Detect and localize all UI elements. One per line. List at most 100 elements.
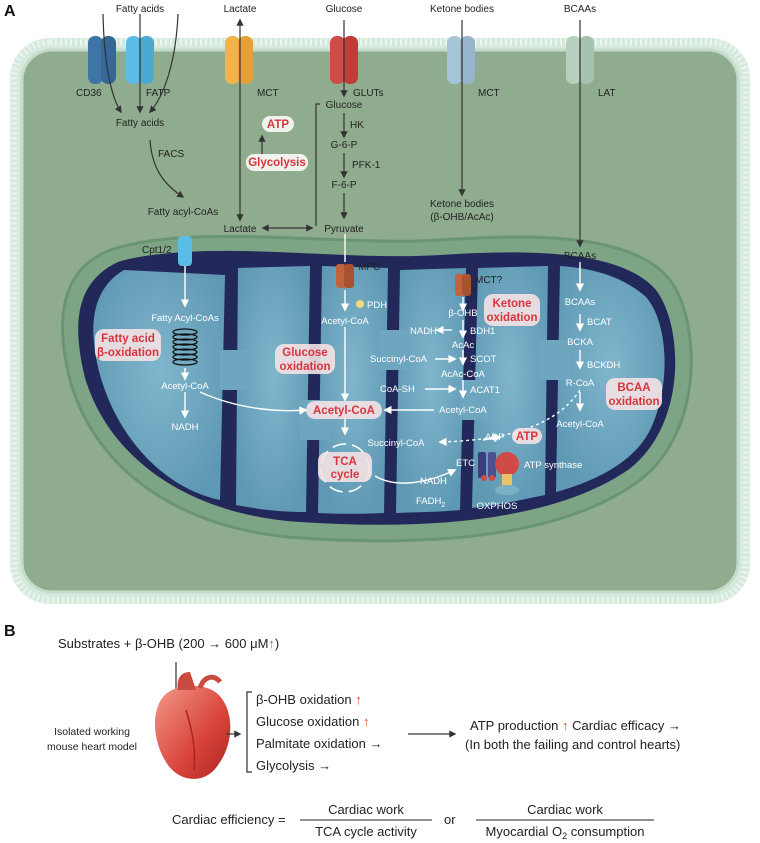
mito-oxphos: OXPHOS: [477, 501, 518, 512]
glycolysis-pill: Glycolysis: [246, 154, 308, 171]
mito-fatty-acyl-coas: Fatty Acyl-CoAs: [151, 313, 219, 324]
input-fatty-acids: Fatty acids: [116, 4, 164, 15]
transporter-cd36: [88, 36, 116, 84]
cyto-facs: FACS: [158, 149, 184, 160]
label-fatp: FATP: [146, 88, 171, 99]
atp-pill-mito: ATP: [512, 428, 542, 444]
mitochondrion: [61, 234, 693, 543]
mito-glucose-ox-1: Glucose: [282, 347, 327, 359]
cyto-bcaas: BCAAs: [564, 251, 596, 262]
mito-nadh-tca: NADH: [420, 476, 447, 487]
mito-bcaas: BCAAs: [565, 297, 596, 308]
atp-pill-cytosol: ATP: [262, 116, 294, 132]
transporter-mct-mito: [455, 274, 471, 296]
efficiency-num-1: Cardiac work: [328, 802, 404, 817]
mito-nadh-ketone: NADH: [410, 326, 437, 337]
cyto-fatty-acids: Fatty acids: [116, 118, 164, 129]
transporter-gluts: [330, 36, 358, 84]
mito-bcka: BCKA: [567, 337, 594, 348]
mito-adp: ADP: [485, 432, 505, 443]
transporter-mct-lactate: [225, 36, 253, 84]
glucose-oxidation-pill: Glucose oxidation: [275, 344, 335, 374]
transporter-fatp: [126, 36, 154, 84]
mito-tca-2: cycle: [331, 469, 360, 481]
cytosol-arrows: [102, 13, 584, 248]
mito-acetyl-coa-glucose: Acetyl-CoA: [321, 316, 369, 327]
mito-acac-coa: AcAc-CoA: [441, 369, 485, 380]
cyto-g6p: G-6-P: [331, 140, 358, 151]
cyto-lactate: Lactate: [224, 224, 257, 235]
mito-succinyl-coa-k: Succinyl-CoA: [370, 354, 428, 365]
pdh-dot: [356, 300, 364, 308]
mito-acac: AcAc: [452, 340, 474, 351]
cyto-atp: ATP: [267, 119, 289, 131]
transporter-cpt: [178, 236, 192, 266]
mito-bcat: BCAT: [587, 317, 612, 328]
beta-oxidation-spiral: [172, 328, 198, 366]
cyto-ketone-bodies: Ketone bodies: [430, 199, 494, 210]
ketone-oxidation-pill: Ketone oxidation: [484, 294, 540, 326]
efficiency-lhs: Cardiac efficiency =: [172, 812, 286, 827]
results-bracket: [246, 691, 252, 773]
bcaa-oxidation-pill: BCAA oxidation: [606, 378, 662, 410]
cyto-fatty-acyl-coas: Fatty acyl-CoAs: [148, 207, 219, 218]
mito-bcaa-ox-2: oxidation: [608, 396, 659, 408]
atp-synthase-icon: [495, 452, 519, 495]
result-glycolysis: Glycolysis →: [256, 758, 331, 773]
heart-icon: [154, 662, 231, 779]
mito-b-ohb: β-OHB: [448, 308, 477, 319]
model-label-2: mouse heart model: [47, 741, 137, 753]
mito-ketone-ox-2: oxidation: [486, 312, 537, 324]
tca-cycle: TCA cycle: [318, 443, 372, 493]
efficiency-den-2: Myocardial O2 consumption: [486, 824, 645, 841]
etc-complexes: [478, 452, 496, 481]
efficiency-or: or: [444, 812, 456, 827]
input-lactate: Lactate: [224, 4, 257, 15]
mito-mct-label: MCT?: [475, 275, 503, 286]
mito-etc: ETC: [456, 458, 475, 469]
mito-bdh1: BDH1: [470, 326, 495, 337]
cyto-hk: HK: [350, 120, 364, 131]
substrates-line: Substrates + β-OHB (200 → 600 μM↑): [58, 636, 279, 651]
transporter-mct-ketone: [447, 36, 475, 84]
mito-r-coa: R-CoA: [566, 378, 595, 389]
result-palmitate: Palmitate oxidation →: [256, 736, 382, 751]
mito-coa-sh: CoA-SH: [380, 384, 415, 395]
result-glucose: Glucose oxidation ↑: [256, 714, 369, 729]
outcome-line-2: (In both the failing and control hearts): [465, 737, 680, 752]
input-glucose: Glucose: [326, 4, 363, 15]
mito-tca-1: TCA: [333, 456, 357, 468]
acetyl-coa-center-pill: Acetyl-CoA: [306, 401, 382, 419]
label-cd36: CD36: [76, 88, 102, 99]
cyto-f6p: F-6-P: [332, 180, 357, 191]
efficiency-den-1: TCA cycle activity: [315, 824, 417, 839]
cyto-ketone-bodies-sub: (β-OHB/AcAc): [430, 212, 494, 223]
result-b-ohb: β-OHB oxidation ↑: [256, 692, 362, 707]
mito-fadh2: FADH2: [416, 496, 445, 509]
mito-acetyl-coa-bcaa: Acetyl-CoA: [556, 419, 604, 430]
mito-pdh: PDH: [367, 300, 387, 311]
cyto-glycolysis: Glycolysis: [248, 157, 306, 169]
mito-ketone-ox-1: Ketone: [493, 298, 532, 310]
mito-nadh-left: NADH: [172, 422, 199, 433]
mito-acetyl-coa-ketone: Acetyl-CoA: [439, 405, 487, 416]
mito-acetyl-coa-left: Acetyl-CoA: [161, 381, 209, 392]
mito-atp: ATP: [516, 431, 538, 443]
mito-bcaa-ox-1: BCAA: [617, 382, 650, 394]
mito-acetyl-coa-center: Acetyl-CoA: [313, 405, 375, 417]
mito-bckdh: BCKDH: [587, 360, 620, 371]
cyto-glucose: Glucose: [326, 100, 363, 111]
input-bcaas: BCAAs: [564, 4, 596, 15]
mito-fao-1: Fatty acid: [101, 333, 155, 345]
transporter-mpc: [336, 264, 354, 288]
efficiency-num-2: Cardiac work: [527, 802, 603, 817]
model-label-1: Isolated working: [54, 726, 130, 738]
mito-acat1: ACAT1: [470, 385, 500, 396]
mito-glucose-ox-2: oxidation: [279, 361, 330, 373]
mito-cpt-label: Cpt1/2: [142, 245, 172, 256]
cyto-pyruvate: Pyruvate: [324, 224, 364, 235]
cyto-pfk1: PFK-1: [352, 160, 381, 171]
mito-atp-synthase: ATP synthase: [524, 460, 582, 471]
label-mct-lactate: MCT: [257, 88, 279, 99]
